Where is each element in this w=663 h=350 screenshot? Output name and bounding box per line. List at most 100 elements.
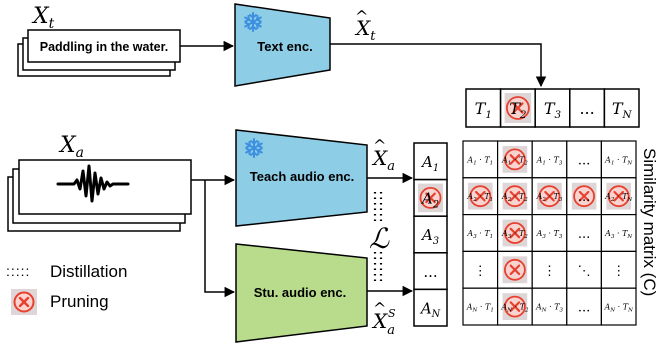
loss-symbol: ℒ	[369, 222, 390, 255]
audio-vector-cell: A2	[413, 178, 448, 217]
matrix-ellipsis: ...	[578, 301, 590, 316]
matrix-product: AN · T2	[500, 303, 529, 314]
text-input-symbol: Xt	[31, 4, 55, 32]
prune-x-icon	[11, 289, 37, 315]
matrix-cell: ⋮	[531, 250, 568, 289]
matrix-product: A1 · T2	[501, 155, 528, 166]
audio-vector-label: AN	[419, 299, 441, 320]
prune-x-icon	[506, 96, 530, 120]
matrix-cell: A2 · T3	[531, 177, 568, 216]
audio-vector-label: A1	[420, 153, 439, 174]
prune-x-icon	[573, 185, 595, 208]
matrix-product: A3 · T3	[536, 229, 563, 240]
matrix-cell: A3 · T3	[531, 214, 568, 253]
text-vector-cell: T2	[499, 88, 536, 128]
matrix-cell: ⋮	[462, 250, 499, 289]
matrix-ellipsis: ...	[578, 227, 590, 242]
legend: ::::: Distillation Pruning	[6, 262, 127, 315]
matrix-cell: AN · T1	[462, 287, 499, 326]
legend-distillation-symbol: :::::	[6, 263, 30, 279]
teacher-output-hat: ^	[373, 136, 386, 155]
matrix-product: A3 · TN	[604, 229, 632, 240]
prune-x-icon	[504, 185, 526, 208]
matrix-cell: A1 · T3	[531, 140, 568, 179]
text-vector-cell: TN	[603, 88, 640, 128]
matrix-product: A1 · T3	[536, 155, 563, 166]
prune-x-icon	[504, 258, 526, 281]
matrix-ellipsis: ⋮	[612, 264, 625, 279]
student-encoder-label: Stu. audio enc.	[254, 285, 346, 300]
legend-distillation-label: Distillation	[50, 262, 127, 281]
matrix-cell: ⋮	[600, 250, 637, 289]
matrix-cell: A2 · T2	[497, 177, 533, 216]
audio-vector-cell: A1	[413, 142, 448, 181]
matrix-product: A2 · T3	[536, 192, 563, 203]
matrix-product: A2 · T2	[501, 192, 528, 203]
matrix-cell: A1 · TN	[600, 140, 637, 179]
matrix-ellipsis: ⋮	[543, 264, 556, 279]
text-vector: T1 T2 T3... TN	[465, 88, 640, 128]
matrix-cell: A3 · T1	[462, 214, 499, 253]
matrix-cell: AN · TN	[600, 287, 637, 326]
matrix-cell: AN · T2	[497, 287, 533, 326]
student-output-hat: ^	[373, 299, 386, 318]
matrix-cell: ...	[566, 214, 602, 253]
matrix-product: AN · T1	[466, 303, 494, 314]
matrix-cell: ...	[566, 177, 602, 216]
audio-vector-label: ...	[423, 263, 437, 281]
text-vector-label: T3	[544, 99, 562, 121]
audio-vector-cell: ...	[413, 252, 448, 291]
prune-x-icon	[504, 222, 526, 244]
matrix-cell: ...	[566, 287, 602, 326]
audio-vector-label: A2	[420, 190, 439, 211]
similarity-matrix: A1 · T1 A1 · T2 A1 · T3... A1 · TN A2 · T1 A2…	[462, 140, 637, 326]
audio-vector-cell: AN	[413, 288, 448, 327]
matrix-product: A1 · T1	[466, 155, 493, 166]
audio-input-symbol: Xa	[58, 133, 84, 161]
matrix-cell: ⋱	[566, 250, 602, 289]
arrow-audio-to-student	[204, 180, 236, 298]
matrix-ellipsis: ⋮	[474, 264, 487, 279]
prune-x-icon	[504, 148, 526, 171]
arrow-text-enc-to-text-vector	[330, 43, 547, 88]
text-vector-label: TN	[612, 99, 633, 121]
student-audio-encoder	[235, 243, 368, 343]
teacher-output-symbol: Xa	[371, 146, 395, 174]
matrix-product: A1 · TN	[604, 155, 632, 166]
text-vector-label: ...	[579, 99, 594, 118]
matrix-product: A2 · TN	[604, 192, 632, 203]
caption-text: Paddling in the water.	[40, 40, 169, 54]
caption-card-stack: Paddling in the water.	[17, 29, 181, 77]
matrix-ellipsis: ⋱	[578, 264, 591, 279]
matrix-product: A2 · T1	[466, 192, 493, 203]
prune-x-icon	[504, 295, 526, 318]
text-vector-label: T2	[509, 99, 527, 121]
matrix-cell: AN · T3	[531, 287, 568, 326]
matrix-product: AN · TN	[604, 303, 634, 314]
prune-x-icon	[469, 185, 492, 208]
prune-x-icon	[419, 186, 442, 209]
matrix-ellipsis: ...	[578, 190, 590, 205]
student-output-symbol: XaS	[371, 307, 396, 338]
text-vector-cell: T3	[534, 88, 571, 128]
matrix-ellipsis: ...	[578, 153, 590, 168]
matrix-cell: ...	[566, 140, 602, 179]
audio-vector-cell: A3	[413, 215, 448, 254]
matrix-cell: A3 · T2	[497, 214, 533, 253]
matrix-title: Similarity matrix (C)	[640, 148, 659, 296]
text-encoder-label: Text enc.	[257, 39, 312, 54]
legend-pruning-label: Pruning	[50, 292, 109, 311]
matrix-cell: A3 · TN	[600, 214, 637, 253]
matrix-product: A3 · T2	[501, 229, 528, 240]
text-vector-cell: ...	[569, 88, 606, 128]
matrix-product: AN · T3	[535, 303, 564, 314]
text-output-symbol: Xt	[354, 16, 376, 44]
teacher-encoder-label: Teach audio enc.	[250, 169, 355, 184]
matrix-cell	[497, 250, 533, 289]
text-vector-label: T1	[475, 99, 492, 121]
teacher-audio-encoder	[235, 129, 368, 227]
matrix-cell: A1 · T2	[497, 140, 533, 179]
audio-vector-label: A3	[420, 226, 439, 247]
